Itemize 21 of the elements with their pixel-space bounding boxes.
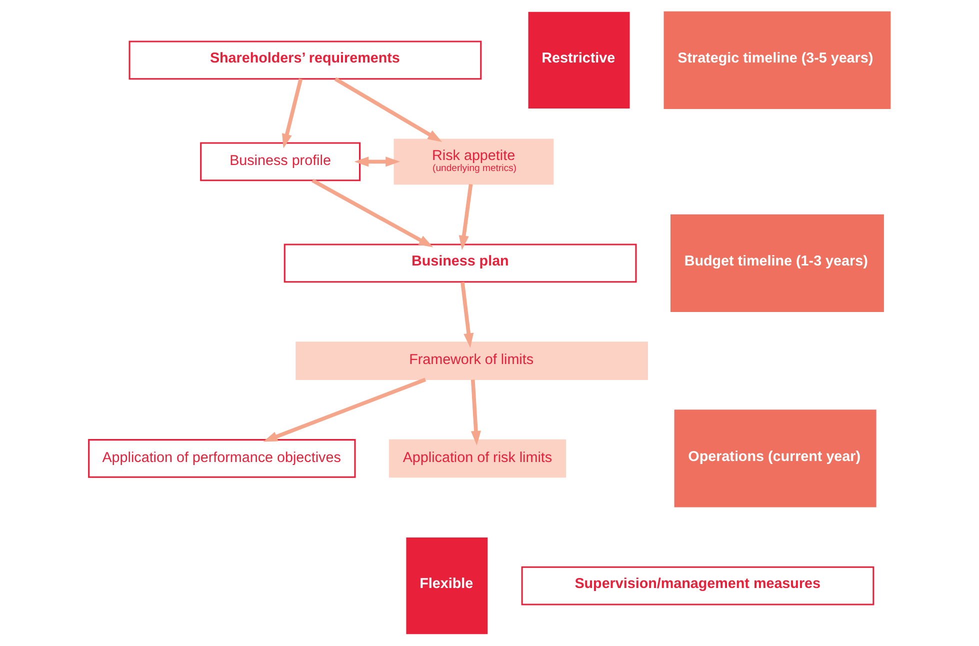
arrow [470, 380, 481, 446]
arrow [458, 184, 473, 250]
node-box: Shareholders’ requirements [128, 40, 482, 80]
arrow [282, 78, 303, 148]
node-box: Risk appetite (underlying metrics) [394, 138, 554, 185]
arrow [312, 178, 434, 248]
node-box: Business profile [200, 142, 361, 182]
node-box: Business plan [284, 244, 637, 283]
arrow [263, 378, 426, 442]
node-box: Operations (current year) [674, 410, 876, 508]
node-box: Application of performance objectives [88, 439, 356, 478]
label: Restrictive [542, 50, 616, 67]
node-box: Framework of limits [296, 342, 648, 380]
node-box: Budget timeline (1-3 years) [670, 214, 884, 312]
arrow [460, 282, 474, 348]
node-box: Supervision/management measures [521, 566, 874, 606]
node-box: Strategic timeline (3-5 years) [664, 11, 891, 110]
arrow [354, 156, 400, 167]
label: Flexible [420, 576, 474, 592]
arrow [334, 77, 442, 142]
node-box: Application of risk limits [388, 439, 566, 478]
